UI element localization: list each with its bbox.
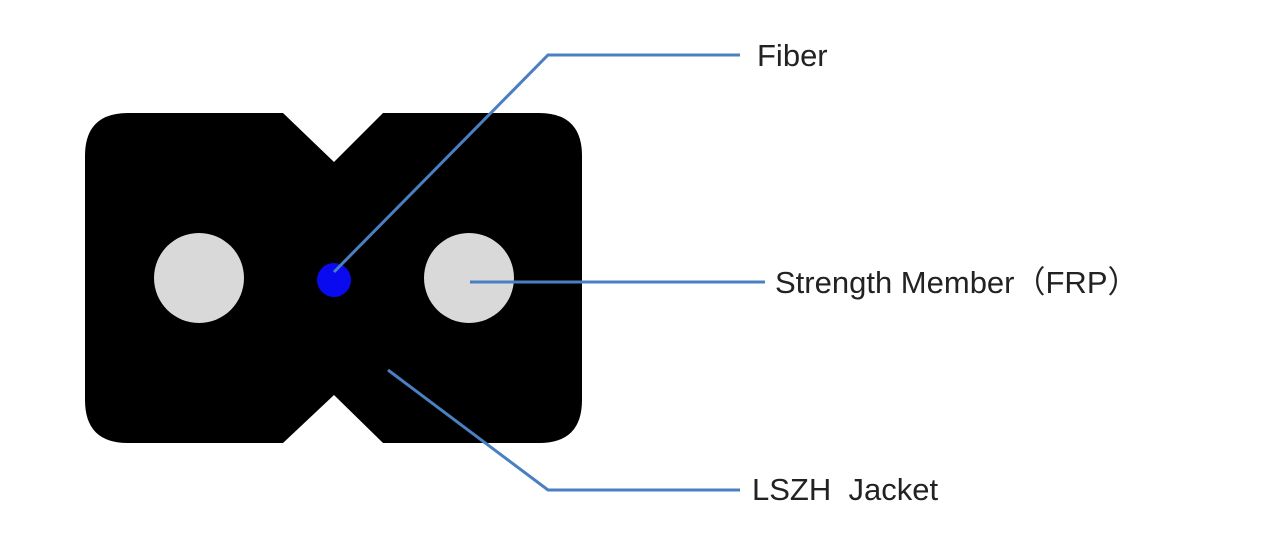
strength-member-right (424, 233, 514, 323)
jacket-label: LSZH Jacket (752, 472, 939, 507)
fiber-label: Fiber (757, 38, 828, 73)
fiber-leader-line (332, 53, 740, 274)
jacket-leader-line (387, 368, 740, 492)
strength-member-label: Strength Member（FRP） (775, 265, 1139, 300)
strength-member-left (154, 233, 244, 323)
fiber-core (317, 263, 351, 297)
